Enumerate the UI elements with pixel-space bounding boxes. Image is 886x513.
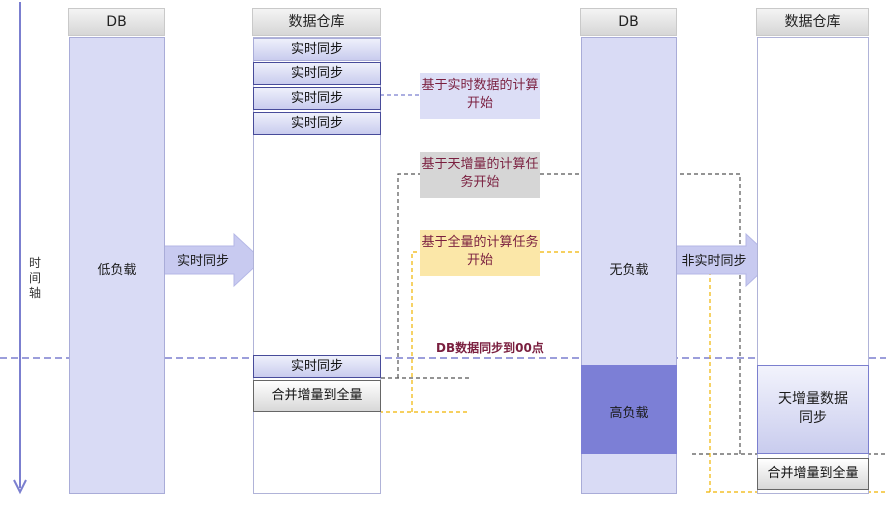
callout-daily-calc: 基于天增量的计算任务开始 <box>420 152 540 198</box>
merge-box-right: 合并增量到全量 <box>757 458 869 490</box>
callout-realtime-calc: 基于实时数据的计算开始 <box>420 73 540 119</box>
full-connector-left <box>411 251 420 412</box>
db-left-header: DB <box>68 8 165 36</box>
timeline-arrowhead <box>13 479 27 495</box>
db-left-state: 低负载 <box>97 263 137 278</box>
sync-box: 实时同步 <box>253 62 381 85</box>
daily-sync-label: 天增量数据同步 <box>778 391 848 426</box>
callout-full-calc: 基于全量的计算任务开始 <box>420 230 540 276</box>
high-load-block <box>581 365 677 454</box>
daily-sync-box <box>757 365 869 454</box>
sync-box-bottom: 实时同步 <box>253 355 381 378</box>
db-right-state-high: 高负载 <box>609 406 649 421</box>
timeline-label: 时间轴 <box>29 256 42 300</box>
daily-connector-left <box>397 173 420 378</box>
sync-arrow-label: 实时同步 <box>176 254 229 269</box>
db-left-column <box>69 37 165 494</box>
nonrealtime-arrow-label: 非实时同步 <box>681 254 747 269</box>
sync-box: 实时同步 <box>253 87 381 110</box>
db-right-state-idle: 无负载 <box>609 263 649 278</box>
dw-left-header: 数据仓库 <box>252 8 381 36</box>
sync-box: 实时同步 <box>253 112 381 135</box>
dw-right-header: 数据仓库 <box>756 8 869 36</box>
midnight-label: DB数据同步到00点 <box>436 341 544 355</box>
merge-box-left: 合并增量到全量 <box>253 380 381 412</box>
sync-box: 实时同步 <box>253 38 381 61</box>
full-connector-right <box>680 251 711 492</box>
sync-arrow-shape <box>156 232 263 288</box>
db-right-header: DB <box>580 8 677 36</box>
